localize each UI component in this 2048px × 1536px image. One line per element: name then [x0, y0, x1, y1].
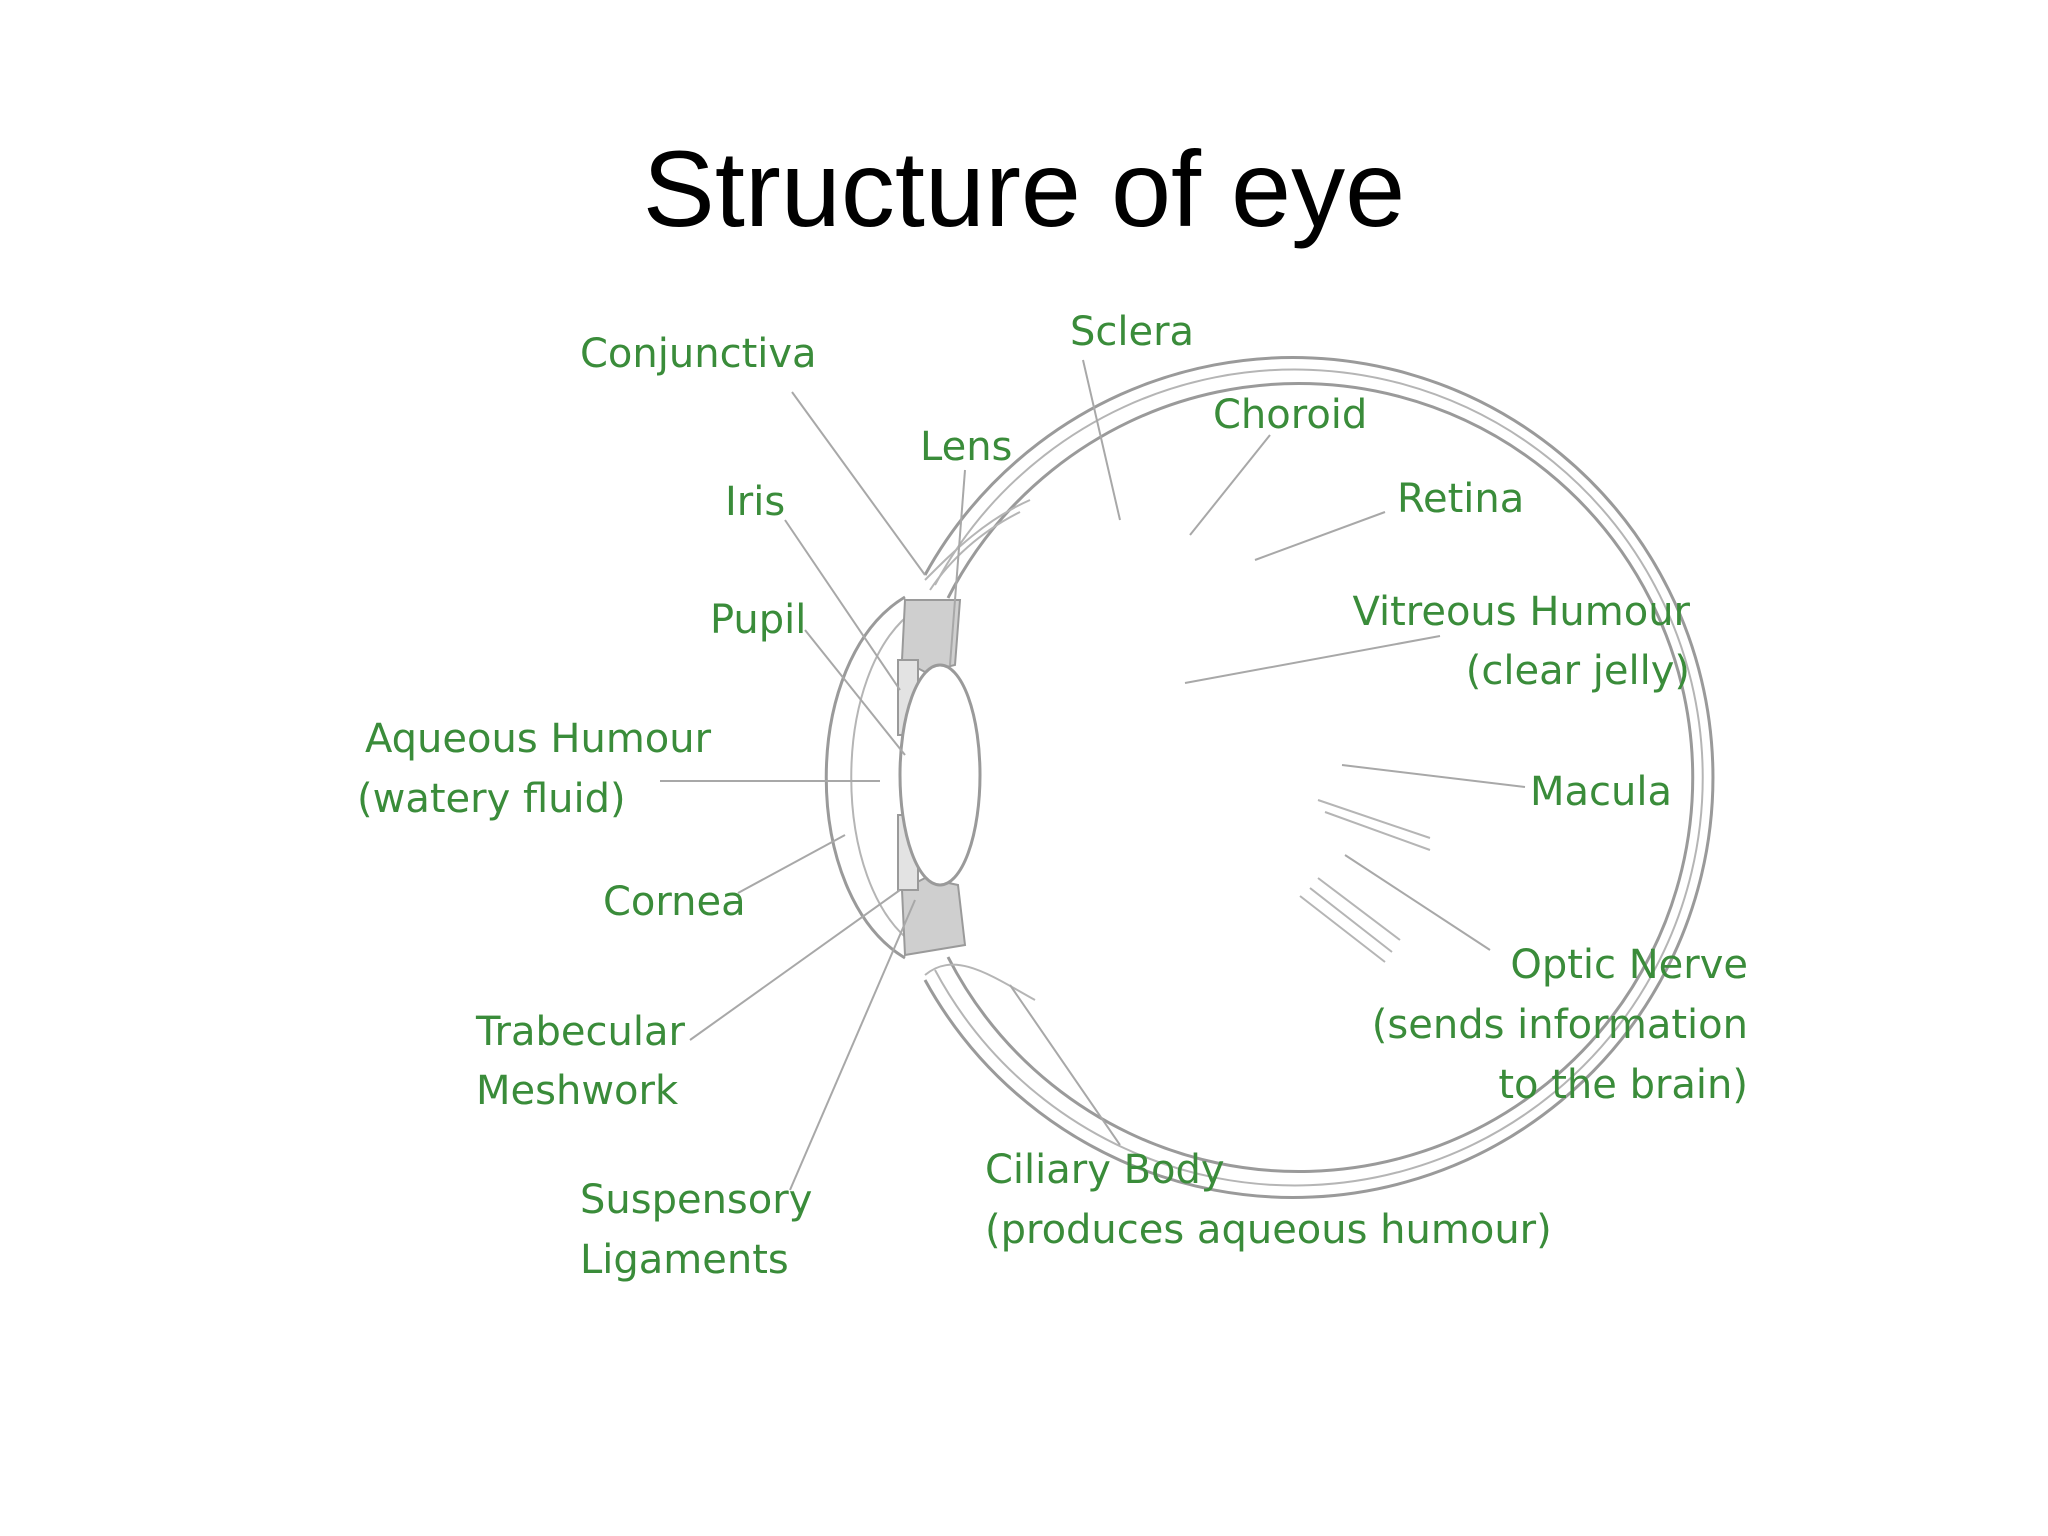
cornea-outline	[824, 595, 906, 960]
label-lens: Lens	[920, 424, 1012, 470]
label-ciliary-1: Ciliary Body	[985, 1147, 1225, 1193]
optic-nerve	[1299, 799, 1431, 963]
cornea-inner	[850, 609, 916, 946]
sclera-outline	[923, 356, 1715, 1199]
labels: Conjunctiva Sclera Lens Choroid Iris Ret…	[357, 309, 1748, 1283]
leader-iris	[784, 519, 901, 691]
leader-sclera	[1082, 359, 1121, 521]
leader-macula	[1341, 764, 1526, 788]
label-conjunctiva: Conjunctiva	[580, 331, 817, 377]
leader-vitreous	[1184, 635, 1441, 684]
lens-shape	[898, 663, 982, 887]
leader-retina	[1254, 511, 1386, 561]
conjunctiva-line	[924, 499, 1031, 591]
leader-pupil	[804, 629, 906, 756]
leader-optic	[1344, 854, 1491, 951]
leader-lens	[949, 469, 966, 666]
slide-title: Structure of eye	[642, 128, 1406, 249]
label-iris: Iris	[725, 479, 785, 525]
label-optic-1: Optic Nerve	[1510, 942, 1748, 988]
leader-cornea	[737, 834, 846, 894]
leader-suspensory	[789, 899, 916, 1191]
choroid-outline	[934, 368, 1704, 1187]
leader-trabecular	[689, 889, 901, 1041]
label-trabecular-1: Trabecular	[475, 1009, 685, 1055]
lower-conjunctiva	[924, 963, 1036, 1001]
label-suspensory-2: Ligaments	[580, 1237, 789, 1283]
label-sclera: Sclera	[1070, 309, 1194, 355]
label-cornea: Cornea	[603, 879, 746, 925]
label-suspensory-1: Suspensory	[580, 1177, 812, 1223]
label-pupil: Pupil	[710, 597, 806, 643]
label-vitreous-1: Vitreous Humour	[1353, 589, 1691, 635]
label-choroid: Choroid	[1213, 392, 1367, 438]
label-macula: Macula	[1530, 769, 1672, 815]
label-retina: Retina	[1397, 476, 1524, 522]
label-vitreous-2: (clear jelly)	[1466, 648, 1690, 694]
leader-conjunctiva	[791, 391, 926, 576]
retina-outline	[946, 382, 1695, 1173]
leader-choroid	[1189, 434, 1271, 536]
label-trabecular-2: Meshwork	[476, 1068, 679, 1114]
label-optic-2: (sends information	[1372, 1002, 1748, 1048]
leader-ciliary	[1009, 984, 1121, 1146]
label-optic-3: to the brain)	[1498, 1062, 1748, 1108]
eyeball	[824, 356, 1715, 1199]
label-ciliary-2: (produces aqueous humour)	[985, 1207, 1552, 1253]
label-aqueous-2: (watery fluid)	[357, 776, 626, 822]
label-aqueous-1: Aqueous Humour	[365, 716, 712, 762]
leader-lines	[660, 359, 1526, 1191]
